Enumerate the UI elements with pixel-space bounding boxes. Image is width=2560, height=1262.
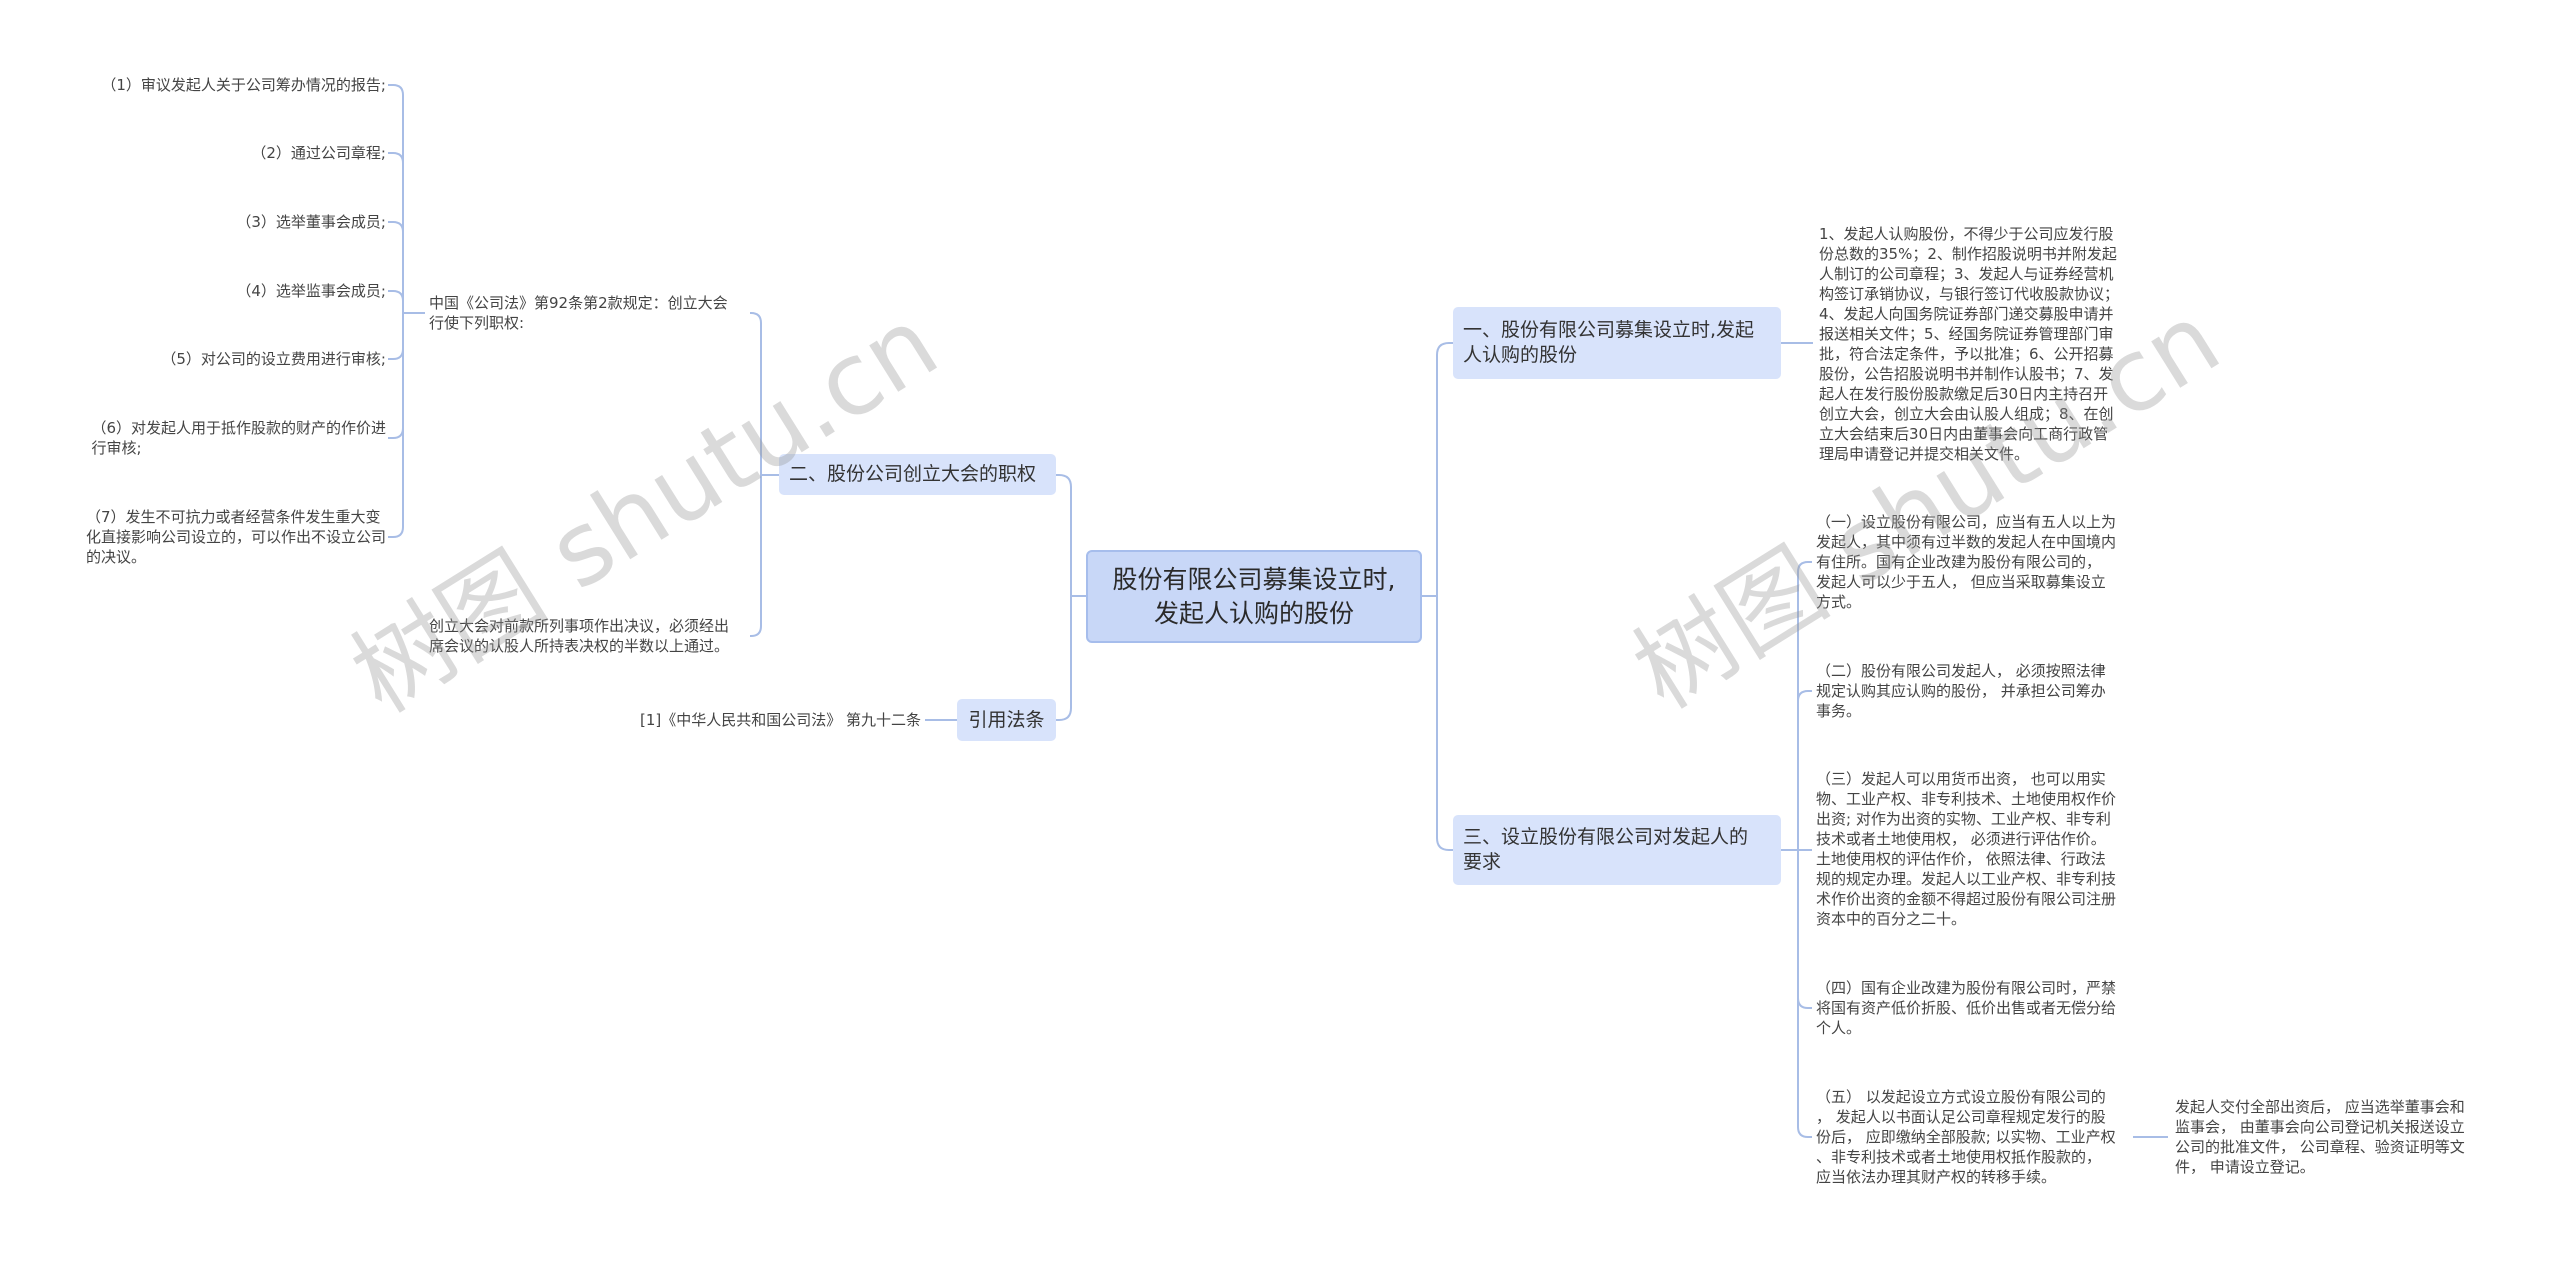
branch-topic-requirements[interactable]: 三、设立股份有限公司对发起人的 要求 [1453, 815, 1781, 885]
connector [388, 313, 404, 538]
subscription-detail[interactable]: 1、发起人认购股份，不得少于公司应发行股 份总数的35%；2、制作招股说明书并附… [1819, 225, 2120, 463]
connector [1056, 474, 1072, 596]
root-topic[interactable]: 股份有限公司募集设立时, 发起人认购的股份 [1086, 550, 1422, 643]
connector [750, 475, 762, 637]
requirement-item-5[interactable]: （五） 以发起设立方式设立股份有限公司的 ， 发起人以书面认足公司章程规定发行的… [1816, 1088, 2116, 1186]
branch-topic-citation[interactable]: 引用法条 [957, 699, 1056, 741]
requirement-item-2[interactable]: （二）股份有限公司发起人， 必须按照法律 规定认购其应认购的股份， 并承担公司筹… [1816, 662, 2106, 720]
provision-topic[interactable]: 中国《公司法》第92条第2款规定：创立大会 行使下列职权: [429, 294, 728, 332]
connector [1056, 596, 1072, 721]
connector [388, 152, 404, 313]
power-item-6[interactable]: （6）对发起人用于抵作股款的财产的作价进 行审核; [91, 419, 386, 457]
power-item-5[interactable]: （5）对公司的设立费用进行审核; [161, 350, 386, 368]
connector [1436, 596, 1453, 851]
connector [388, 313, 404, 439]
power-item-3[interactable]: （3）选举董事会成员; [236, 213, 386, 231]
requirement-item-1[interactable]: （一）设立股份有限公司，应当有五人以上为 发起人，其中须有过半数的发起人在中国境… [1816, 513, 2117, 611]
power-item-2[interactable]: （2）通过公司章程; [251, 144, 386, 162]
requirement-item-3[interactable]: （三）发起人可以用货币出资， 也可以用实 物、工业产权、非专利技术、土地使用权作… [1816, 770, 2117, 928]
citation-reference[interactable]: [1]《中华人民共和国公司法》 第九十二条 [639, 711, 921, 729]
connector [1797, 850, 1812, 1138]
connector [388, 313, 404, 360]
connector [1797, 690, 1812, 850]
connector [1436, 342, 1453, 596]
resolution-topic[interactable]: 创立大会对前款所列事项作出决议，必须经出 席会议的认股人所持表决权的半数以上通过… [429, 617, 730, 655]
connector [1797, 561, 1812, 850]
power-item-7[interactable]: （7）发生不可抗力或者经营条件发生重大变 化直接影响公司设立的，可以作出不设立公… [85, 508, 386, 566]
requirement-item-5-detail[interactable]: 发起人交付全部出资后， 应当选举董事会和 监事会， 由董事会向公司登记机关报送设… [2175, 1098, 2465, 1176]
connector [388, 290, 404, 313]
connector [750, 312, 762, 475]
connector [1797, 850, 1812, 1009]
branch-topic-subscription[interactable]: 一、股份有限公司募集设立时,发起 人认购的股份 [1453, 307, 1781, 379]
requirement-item-4[interactable]: （四）国有企业改建为股份有限公司时，严禁 将国有资产低价折股、低价出售或者无偿分… [1816, 979, 2117, 1037]
branch-topic-assembly-powers[interactable]: 二、股份公司创立大会的职权 [779, 454, 1056, 495]
power-item-1[interactable]: （1）审议发起人关于公司筹办情况的报告; [101, 76, 386, 94]
power-item-4[interactable]: （4）选举监事会成员; [236, 282, 386, 300]
connector [388, 84, 404, 313]
connector [388, 221, 404, 313]
